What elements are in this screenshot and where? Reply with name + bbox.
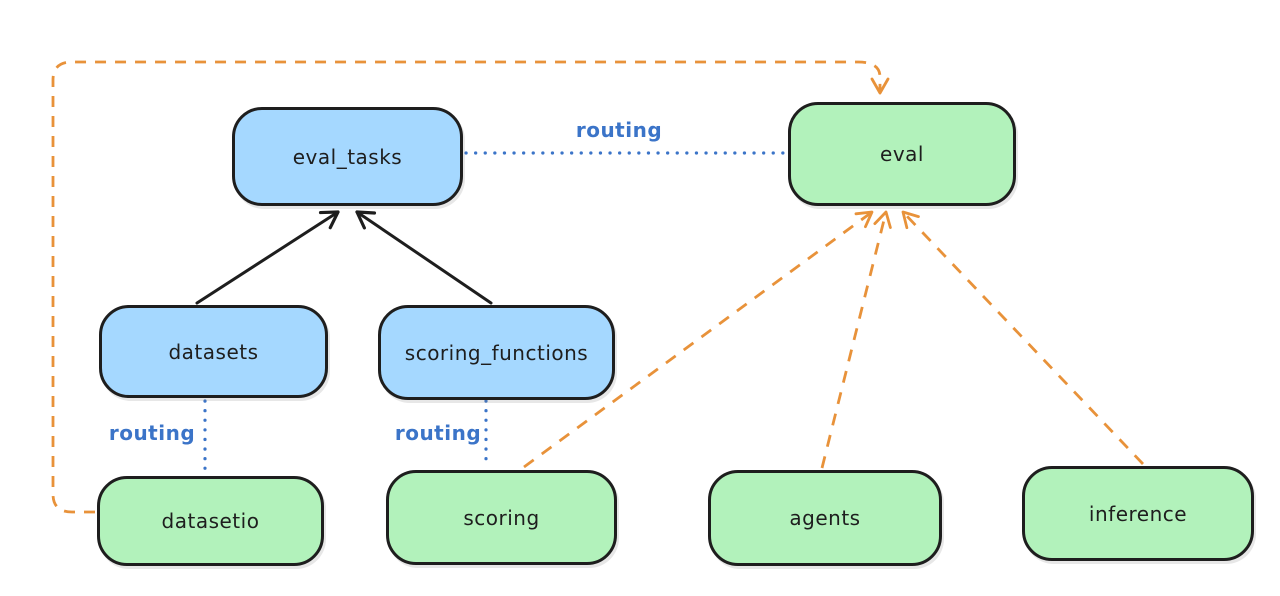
- edge-datasets-to-eval-tasks: [195, 210, 340, 305]
- node-scoring-functions-label: scoring_functions: [404, 340, 589, 365]
- edge-label-routing-datasets: routing: [108, 421, 196, 445]
- node-datasets-label: datasets: [168, 339, 259, 364]
- edge-label-routing-scoring: routing: [394, 421, 482, 445]
- edge-agents-to-eval: [820, 210, 892, 469]
- edge-scoring-functions-to-eval-tasks: [355, 210, 493, 305]
- node-datasets: datasets: [99, 305, 328, 398]
- node-agents: agents: [708, 470, 942, 566]
- node-scoring: scoring: [386, 470, 617, 565]
- edge-inference-to-eval: [901, 210, 1145, 465]
- node-inference-label: inference: [1088, 501, 1188, 526]
- node-eval-tasks-label: eval_tasks: [292, 144, 403, 169]
- edge-label-routing-top: routing: [575, 118, 663, 142]
- node-inference: inference: [1022, 466, 1254, 561]
- node-agents-label: agents: [789, 506, 861, 530]
- node-datasetio: datasetio: [97, 476, 324, 566]
- edge-datasetio-to-eval: [51, 60, 890, 514]
- node-scoring-functions: scoring_functions: [378, 305, 615, 400]
- edge-scoring-to-eval: [523, 210, 874, 469]
- node-eval-tasks: eval_tasks: [232, 107, 463, 206]
- node-eval-label: eval: [880, 142, 924, 166]
- node-eval: eval: [788, 102, 1016, 206]
- node-scoring-label: scoring: [463, 505, 540, 530]
- node-datasetio-label: datasetio: [161, 509, 260, 533]
